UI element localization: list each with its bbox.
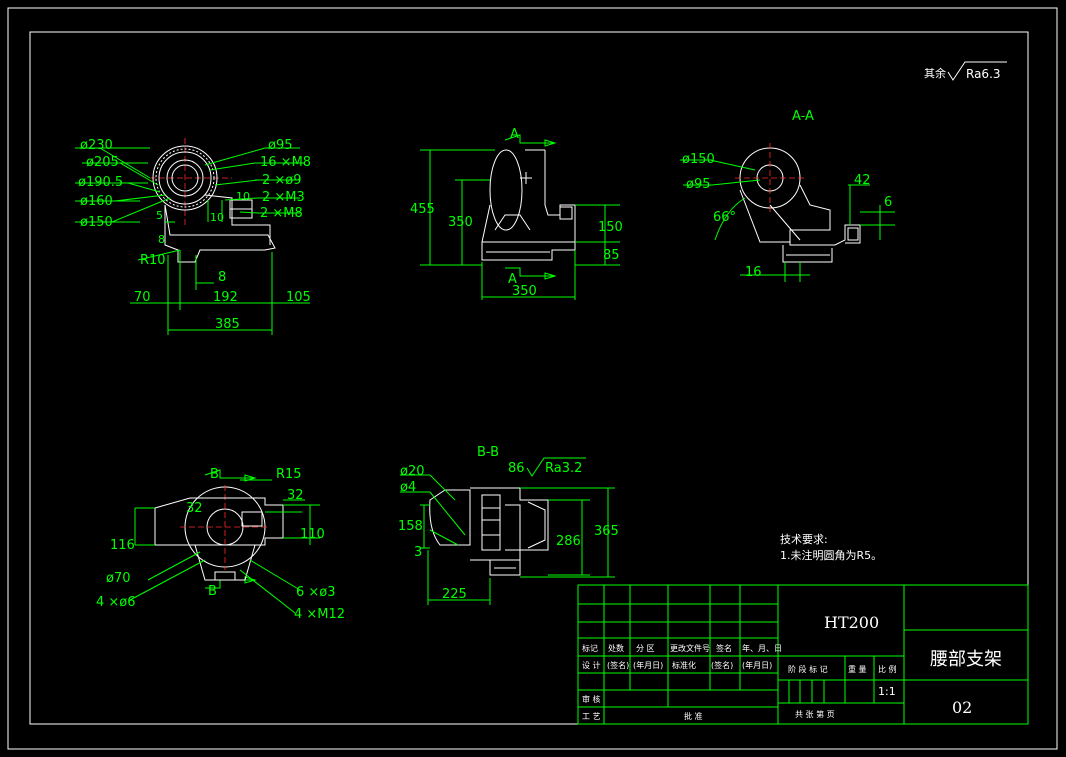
dim-42: 42 <box>854 173 871 188</box>
inner-border <box>29 31 1029 725</box>
dim-10b: 10 <box>210 211 224 224</box>
section-bb-title: B-B <box>477 445 499 460</box>
roughness-value: Ra6.3 <box>966 67 1001 81</box>
dim-10a: 10 <box>236 190 250 203</box>
dim-d230: ø230 <box>80 138 113 153</box>
dim-286: 286 <box>556 534 581 549</box>
section-aa-title: A-A <box>792 109 814 124</box>
dim-aa-d95: ø95 <box>686 177 711 192</box>
part-name: 腰部支架 <box>930 649 1002 670</box>
dim-105: 105 <box>286 290 311 305</box>
dim-4xd6: 4 ×ø6 <box>96 595 136 610</box>
dim-R15: R15 <box>276 467 302 482</box>
dim-d4: ø4 <box>400 480 416 495</box>
dim-16: 16 <box>745 265 762 280</box>
dim-85: 85 <box>603 248 620 263</box>
dim-d70: ø70 <box>106 571 131 586</box>
dim-350-vert: 350 <box>448 215 473 230</box>
section-bb-view: B-B 86 Ra3.2 ø20 ø4 158 3 286 <box>398 445 619 605</box>
dim-R10: R10 <box>140 253 166 268</box>
dim-4xM12: 4 ×M12 <box>294 607 345 622</box>
row-a-label-4: 签名 <box>716 643 732 653</box>
dim-d205: ø205 <box>86 155 119 170</box>
outer-border <box>7 7 1058 750</box>
dim-d150: ø150 <box>80 215 113 230</box>
sheets-label: 共 张 第 页 <box>795 709 835 719</box>
row-a-label-1: 处数 <box>608 643 624 653</box>
tech-req-title: 技术要求: <box>780 533 828 546</box>
dim-150: 150 <box>598 220 623 235</box>
dim-66deg: 66° <box>713 210 736 225</box>
dim-385: 385 <box>215 317 240 332</box>
row-a-label-3: 更改文件号 <box>670 643 710 653</box>
dim-8-vert: 8 <box>158 233 165 246</box>
dim-455: 455 <box>410 202 435 217</box>
dim-16xM8: 16 ×M8 <box>260 155 311 170</box>
general-roughness-note: 其余 Ra6.3 <box>924 61 1007 81</box>
review-label: 审 核 <box>582 694 601 704</box>
dim-8: 8 <box>218 270 226 285</box>
scale-value: 1:1 <box>878 685 896 698</box>
dim-192: 192 <box>213 290 238 305</box>
dim-158: 158 <box>398 519 423 534</box>
dim-d20: ø20 <box>400 464 425 479</box>
row-b-label-2: (年月日) <box>633 660 663 670</box>
tech-req-line1: 1.未注明圆角为R5。 <box>780 548 882 562</box>
row-a-label-0: 标记 <box>582 643 598 653</box>
drawing-number: 02 <box>952 698 972 717</box>
stage-label-1: 重 量 <box>848 664 867 674</box>
dim-aa-d150: ø150 <box>682 152 715 167</box>
bb-roughness-prefix: 86 <box>508 461 525 476</box>
row-a-label-2: 分 区 <box>636 644 655 653</box>
row-a-label-5: 年、月、日 <box>742 643 782 653</box>
dim-d160: ø160 <box>80 194 113 209</box>
approve-label: 批 准 <box>684 711 703 721</box>
section-mark-b-bottom: B <box>208 584 217 599</box>
dim-32-right: 32 <box>287 488 304 503</box>
section-mark-b-top: B <box>210 467 219 482</box>
bb-roughness-value: Ra3.2 <box>545 461 582 476</box>
dim-365: 365 <box>594 524 619 539</box>
dim-32-left: 32 <box>186 501 203 516</box>
material: HT200 <box>824 613 879 632</box>
section-mark-a-bottom: A <box>508 272 517 287</box>
dim-110: 110 <box>300 527 325 542</box>
title-block: HT200 腰部支架 02 1:1 标记 处数 分 区 更改文件号 签名 年、月… <box>577 584 1029 725</box>
row-b-label-4: (签名) <box>711 660 733 670</box>
stage-label-2: 比 例 <box>878 664 897 674</box>
row-b-label-1: (签名) <box>607 660 629 670</box>
process-label: 工 艺 <box>582 712 601 721</box>
front-view: ø230 ø205 ø190.5 ø160 ø150 ø95 16 ×M8 2 … <box>75 138 311 335</box>
row-b-label-0: 设 计 <box>582 660 601 670</box>
dim-d95: ø95 <box>268 138 293 153</box>
row-b-label-5: (年月日) <box>742 660 772 670</box>
dim-5: 5 <box>156 209 163 222</box>
section-mark-a-top: A <box>510 127 519 142</box>
dim-225: 225 <box>442 587 467 602</box>
dim-6: 6 <box>884 195 892 210</box>
roughness-prefix: 其余 <box>924 66 946 80</box>
dim-2xM8: 2 ×M8 <box>260 206 303 221</box>
technical-requirements: 技术要求: 1.未注明圆角为R5。 <box>780 533 882 562</box>
dim-3: 3 <box>414 545 422 560</box>
side-view: A A 455 350 150 85 350 <box>410 127 623 300</box>
stage-label-0: 阶 段 标 记 <box>788 664 828 674</box>
section-aa-view: A-A ø150 ø95 66° 42 6 16 <box>680 109 895 282</box>
dim-116: 116 <box>110 538 135 553</box>
dim-2xd9: 2 ×ø9 <box>262 173 302 188</box>
row-b-label-3: 标准化 <box>672 660 696 670</box>
dim-2xM3: 2 ×M3 <box>262 190 305 205</box>
dim-70: 70 <box>134 290 151 305</box>
dim-6xd3: 6 ×ø3 <box>296 585 336 600</box>
bottom-view: B B R15 32 32 116 110 ø70 4 ×ø6 6 ×ø3 4 … <box>96 467 345 622</box>
dim-d190-5: ø190.5 <box>78 175 123 190</box>
dim-350-horz: 350 <box>512 284 537 299</box>
